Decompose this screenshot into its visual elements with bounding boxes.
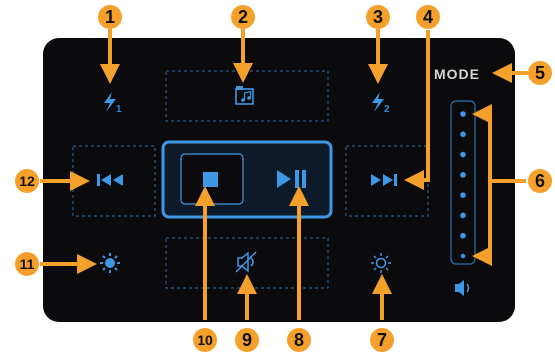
play-pause-icon [277, 170, 306, 188]
svg-text:4: 4 [423, 7, 433, 27]
callout-arrows [40, 29, 528, 320]
callout-2: 2 [231, 5, 255, 29]
callout-1: 1 [98, 5, 122, 29]
lightning-1-icon: 1 [104, 92, 122, 115]
mode-label: MODE [434, 66, 480, 82]
callout-5: 5 [528, 61, 552, 85]
callout-badges: 1 2 3 4 5 6 7 8 9 10 11 12 [15, 5, 552, 352]
svg-text:3: 3 [373, 7, 383, 27]
zone-mute [165, 237, 329, 289]
callout-4: 4 [416, 5, 440, 29]
volume-led [460, 232, 466, 239]
callout-8: 8 [287, 328, 311, 352]
callout-7: 7 [370, 328, 394, 352]
callout-12: 12 [15, 169, 39, 193]
arrow-6-bracket [472, 104, 526, 266]
brightness-icon [100, 253, 120, 273]
svg-text:5: 5 [535, 63, 545, 83]
callout-11: 11 [15, 252, 39, 276]
volume-bar[interactable] [450, 100, 476, 265]
volume-led [460, 111, 466, 117]
volume-led [460, 172, 466, 178]
volume-led [460, 192, 466, 198]
zone-prev [72, 145, 156, 217]
lightning-1-subscript: 1 [116, 104, 122, 115]
svg-text:6: 6 [535, 171, 545, 191]
volume-led [460, 253, 466, 259]
previous-track-icon [97, 174, 123, 186]
callout-6: 6 [528, 169, 552, 193]
svg-text:2: 2 [238, 7, 248, 27]
volume-icon [455, 280, 470, 296]
lightning-2-subscript: 2 [384, 104, 390, 115]
volume-led [460, 151, 466, 158]
svg-text:9: 9 [242, 330, 252, 350]
callout-3: 3 [366, 5, 390, 29]
brightness-outline-icon [371, 253, 391, 273]
svg-text:1: 1 [105, 7, 115, 27]
music-folder-icon [235, 86, 254, 105]
svg-text:7: 7 [377, 330, 387, 350]
volume-led [460, 131, 466, 138]
svg-text:12: 12 [19, 173, 35, 189]
callout-10: 10 [193, 328, 217, 352]
next-track-icon [371, 174, 397, 186]
svg-text:11: 11 [20, 256, 35, 272]
mute-icon [235, 251, 257, 273]
volume-led [460, 212, 466, 219]
callout-9: 9 [235, 328, 259, 352]
stop-icon [203, 172, 218, 187]
svg-text:10: 10 [197, 332, 213, 348]
arrow-4 [404, 30, 430, 190]
svg-text:8: 8 [294, 330, 304, 350]
lightning-2-icon: 2 [372, 92, 390, 115]
volume-leds [460, 111, 466, 259]
